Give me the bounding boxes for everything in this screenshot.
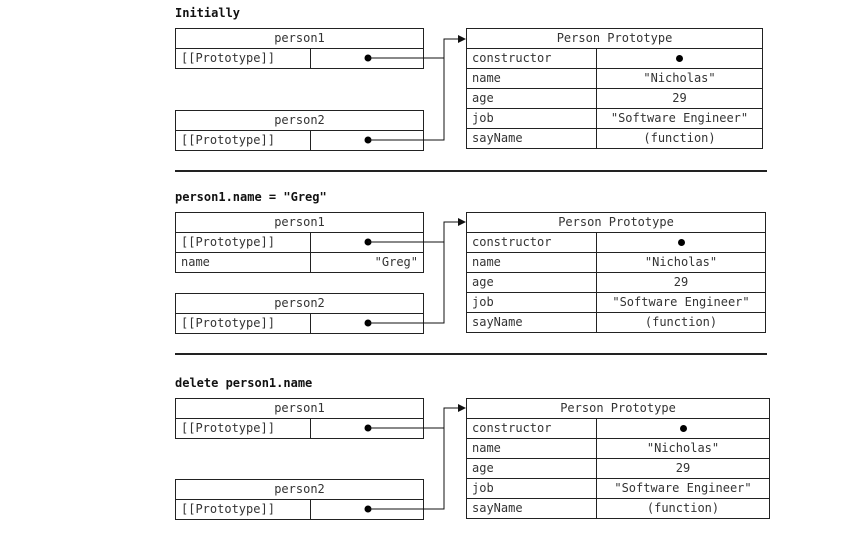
property-value: (function) <box>596 312 766 333</box>
section-divider <box>175 170 767 172</box>
pointer-arrow <box>368 218 466 324</box>
property-value: "Greg" <box>310 252 424 273</box>
section-heading: person1.name = "Greg" <box>175 190 327 204</box>
section-heading: Initially <box>175 6 241 20</box>
object-title: person1 <box>175 212 424 233</box>
person1-object: person1 [[Prototype]] <box>175 28 424 69</box>
property-key: constructor <box>466 232 597 253</box>
property-key: sayName <box>466 312 597 333</box>
property-key: sayName <box>466 128 597 149</box>
property-value: "Software Engineer" <box>596 478 770 499</box>
property-key: [[Prototype]] <box>175 418 311 439</box>
prototype-object: Person Prototype constructor name"Nichol… <box>466 212 766 333</box>
property-value: (function) <box>596 128 763 149</box>
pointer-arrow <box>368 35 466 141</box>
person2-object: person2 [[Prototype]] <box>175 110 424 151</box>
section-divider <box>175 353 767 355</box>
prototype-object: Person Prototype constructor name"Nichol… <box>466 398 770 519</box>
pointer-dot-icon <box>679 425 687 432</box>
connector-group-assign <box>364 218 466 327</box>
prototype-object: Person Prototype constructor name"Nichol… <box>466 28 763 149</box>
pointer-line <box>368 408 445 429</box>
property-key: job <box>466 108 597 129</box>
object-title: person2 <box>175 110 424 131</box>
property-key: [[Prototype]] <box>175 48 311 69</box>
property-key: [[Prototype]] <box>175 313 311 334</box>
property-value: 29 <box>596 272 766 293</box>
object-title: Person Prototype <box>466 212 766 233</box>
property-key: [[Prototype]] <box>175 130 311 151</box>
person2-object: person2 [[Prototype]] <box>175 479 424 520</box>
property-key: name <box>466 68 597 89</box>
property-value: (function) <box>596 498 770 519</box>
pointer-dot-icon <box>676 55 683 62</box>
pointer-dot-icon <box>677 239 685 246</box>
pointer-line <box>368 39 445 59</box>
property-key: sayName <box>466 498 597 519</box>
pointer-line <box>368 222 445 243</box>
section-heading: delete person1.name <box>175 376 313 390</box>
pointer-arrow <box>368 404 466 510</box>
property-value: "Software Engineer" <box>596 292 766 313</box>
property-key: [[Prototype]] <box>175 232 311 253</box>
person2-object: person2 [[Prototype]] <box>175 293 424 334</box>
person1-object: person1 [[Prototype]] <box>175 398 424 439</box>
object-title: Person Prototype <box>466 28 763 49</box>
connector-group-initially <box>364 35 466 144</box>
connector-group-delete <box>364 404 466 513</box>
property-key: [[Prototype]] <box>175 499 311 520</box>
